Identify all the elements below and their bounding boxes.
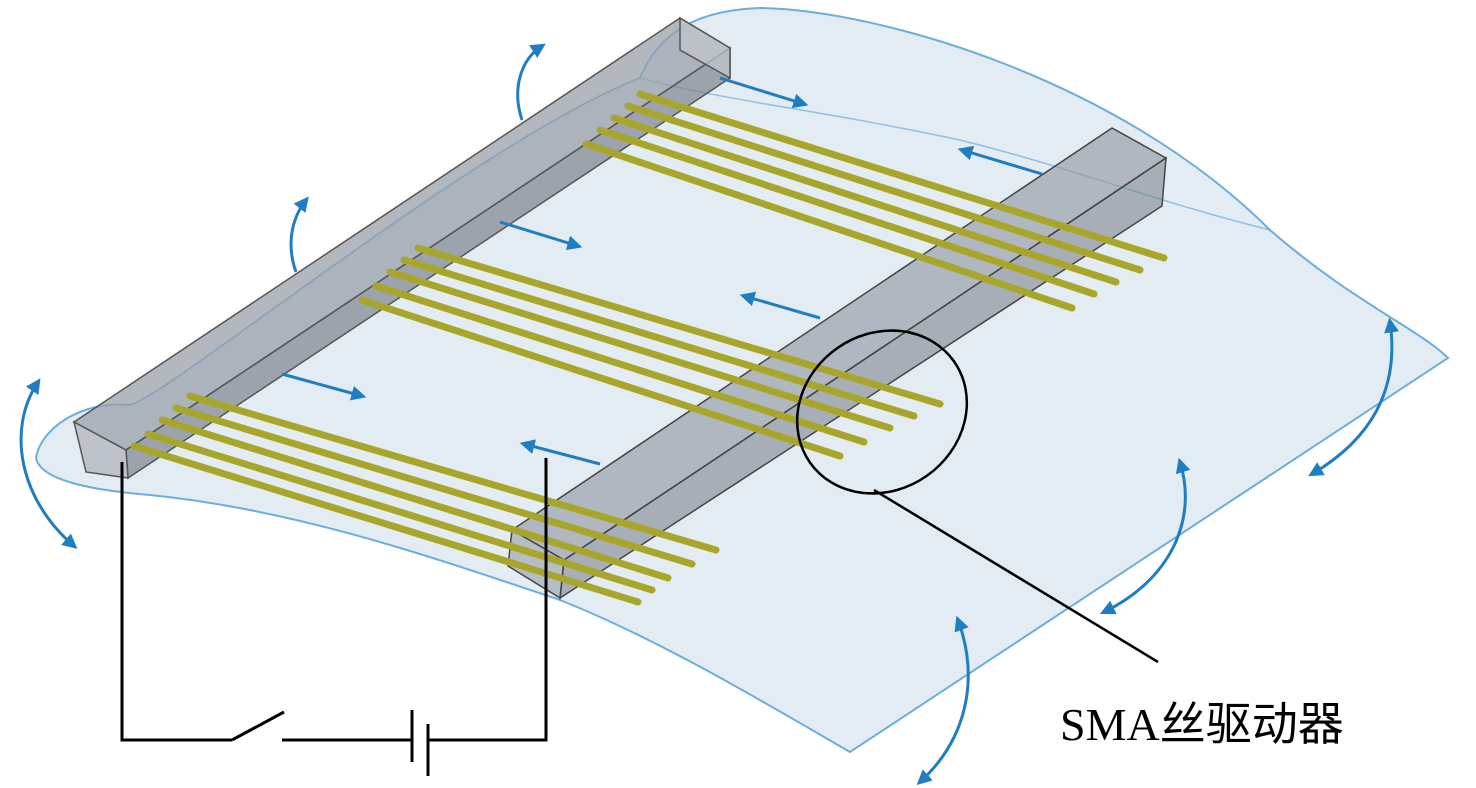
circuit-right-wire [428,458,548,742]
circuit-left-wire [120,462,232,742]
curved-arrow-trailing-1 [1308,317,1399,477]
sma-actuator-label: SMA丝驱动器 [1060,699,1344,750]
sma-wires [130,90,1168,606]
arrow-right-1 [719,76,809,109]
wing-upper-edge [639,77,1271,231]
arrow-right-2 [499,220,583,251]
callout-leader [873,488,1159,664]
sma-wire-group-front [582,90,1168,312]
curved-arrow-front-2 [289,196,309,273]
switch [231,710,285,742]
curved-arrow-trailing-3 [916,615,970,786]
curved-arrow-trailing-2 [1099,457,1191,615]
arrow-left-2 [739,291,821,320]
arrow-left-1 [957,145,1043,176]
motion-arrows [19,43,1399,786]
callout-ellipse [795,329,969,495]
curved-arrow-leading-edge [19,378,78,549]
sma-wire-group-rear [130,392,720,606]
electric-circuit [120,458,548,776]
curved-arrow-front-1 [516,43,546,121]
sma-wire-group-middle [358,244,944,460]
arrow-right-3 [281,372,367,401]
front-beam [72,16,732,480]
arrow-left-3 [519,439,601,466]
